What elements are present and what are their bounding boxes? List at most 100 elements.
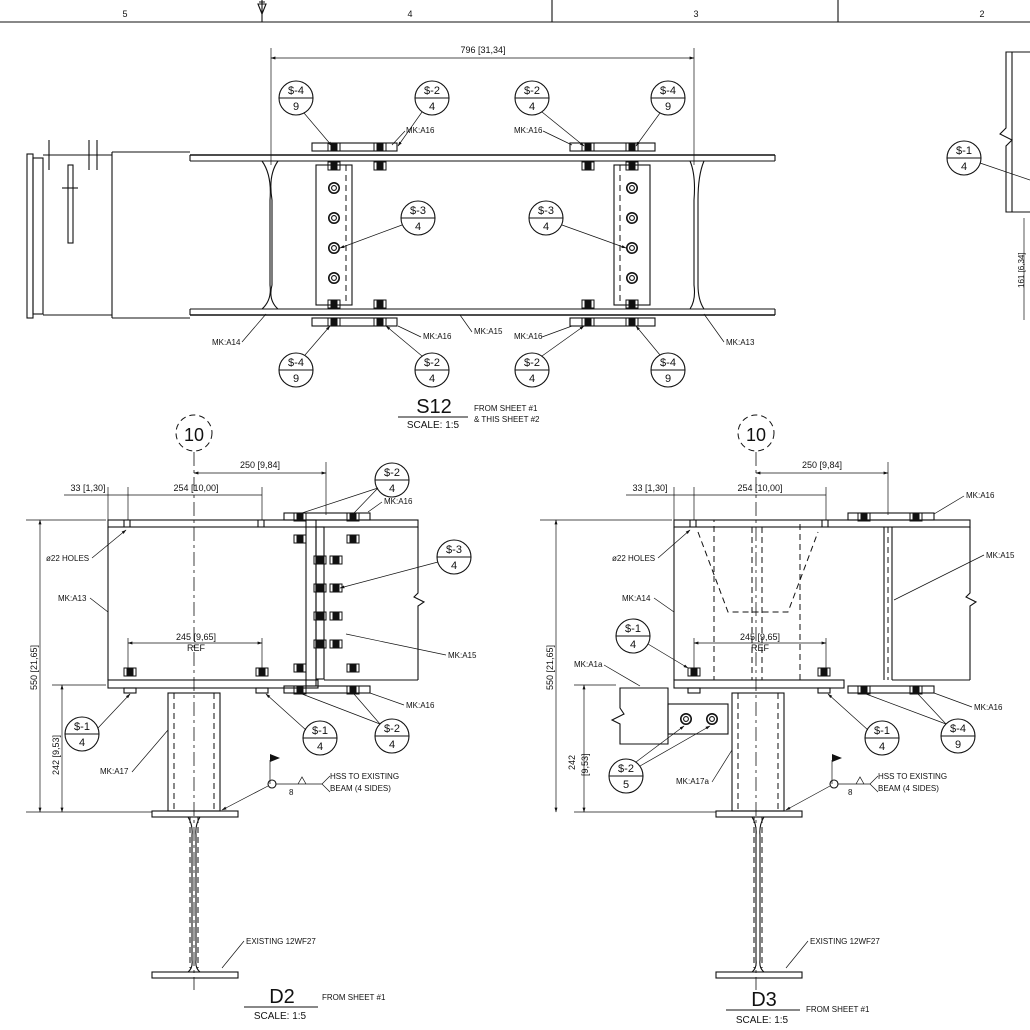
weld-note: HSS TO EXISTING bbox=[330, 772, 399, 781]
mark-label: MK:A16 bbox=[406, 126, 435, 135]
dimension-label: 254 [10,00] bbox=[173, 483, 218, 493]
dimension-label: 245 [9,65] bbox=[740, 632, 780, 642]
zone-label: 5 bbox=[122, 9, 127, 19]
detail-bubble: $-1 4 bbox=[615, 618, 651, 654]
weld-note: HSS TO EXISTING bbox=[878, 772, 947, 781]
dimension-label: 254 [10,00] bbox=[737, 483, 782, 493]
svg-text:9: 9 bbox=[665, 373, 671, 385]
detail-title: S12 bbox=[416, 396, 452, 418]
mark-label: MK:A16 bbox=[423, 332, 452, 341]
svg-text:4: 4 bbox=[529, 373, 535, 385]
svg-text:4: 4 bbox=[389, 739, 395, 751]
dimension-label: 33 [1,30] bbox=[70, 483, 105, 493]
grid-label: 10 bbox=[184, 425, 204, 445]
weld-size: 8 bbox=[848, 788, 853, 797]
svg-text:4: 4 bbox=[317, 741, 323, 753]
svg-text:$-2: $-2 bbox=[524, 357, 540, 369]
svg-text:4: 4 bbox=[451, 560, 457, 572]
detail-bubble: $-3 4 bbox=[528, 200, 564, 236]
mark-label: MK:A16 bbox=[384, 497, 413, 506]
mark-label: MK:A13 bbox=[726, 338, 755, 347]
svg-text:$-2: $-2 bbox=[524, 85, 540, 97]
detail-bubble: $-2 4 bbox=[374, 718, 410, 754]
detail-bubble: $-1 4 bbox=[946, 140, 982, 176]
detail-note: FROM SHEET #1 bbox=[806, 1005, 870, 1014]
mark-label: MK:A16 bbox=[406, 701, 435, 710]
mark-label: MK:A15 bbox=[474, 327, 503, 336]
svg-text:$-2: $-2 bbox=[424, 357, 440, 369]
svg-text:$-3: $-3 bbox=[538, 205, 554, 217]
svg-text:9: 9 bbox=[665, 101, 671, 113]
dimension-label: 242 bbox=[567, 755, 577, 770]
detail-bubble: $-1 4 bbox=[64, 716, 100, 752]
mark-label: MK:A16 bbox=[974, 703, 1003, 712]
svg-text:$-2: $-2 bbox=[424, 85, 440, 97]
detail-scale: SCALE: 1:5 bbox=[407, 420, 460, 431]
dimension-label: 250 [9,84] bbox=[802, 460, 842, 470]
detail-bubble: $-3 4 bbox=[400, 200, 436, 236]
zone-label: 2 bbox=[979, 9, 984, 19]
dimension-label: 33 [1,30] bbox=[632, 483, 667, 493]
dimension-label: [9,53] bbox=[580, 753, 590, 776]
svg-text:9: 9 bbox=[293, 101, 299, 113]
svg-text:4: 4 bbox=[389, 483, 395, 495]
detail-bubble: $-1 4 bbox=[302, 720, 338, 756]
svg-text:4: 4 bbox=[630, 639, 636, 651]
mark-label: MK:A16 bbox=[966, 491, 995, 500]
detail-bubble: $-4 9 bbox=[650, 352, 686, 388]
dimension-ref: REF bbox=[751, 643, 770, 653]
holes-label: ø22 HOLES bbox=[46, 554, 89, 563]
svg-text:4: 4 bbox=[429, 101, 435, 113]
svg-text:$-3: $-3 bbox=[446, 544, 462, 556]
svg-text:4: 4 bbox=[879, 741, 885, 753]
svg-text:$-1: $-1 bbox=[874, 725, 890, 737]
zone-label: 4 bbox=[407, 9, 412, 19]
detail-bubble: $-4 9 bbox=[278, 80, 314, 116]
mark-label: MK:A17 bbox=[100, 767, 129, 776]
partial-detail-right: $-1 4 161 [6,34] bbox=[946, 51, 1030, 320]
detail-d2: 10 250 [9,84] 33 [1,30] 254 [10,00] bbox=[26, 414, 477, 1022]
mark-label: MK:A17a bbox=[676, 777, 709, 786]
weld-size: 8 bbox=[289, 788, 294, 797]
mark-label: MK:A16 bbox=[514, 332, 543, 341]
dimension-label: 550 [21,65] bbox=[29, 645, 39, 690]
detail-bubble: $-2 5 bbox=[608, 758, 644, 794]
mark-label: MK:A16 bbox=[514, 126, 543, 135]
dimension-label: 550 [21,65] bbox=[545, 645, 555, 690]
svg-text:9: 9 bbox=[955, 739, 961, 751]
detail-title: D3 bbox=[751, 989, 777, 1011]
svg-text:4: 4 bbox=[79, 737, 85, 749]
svg-text:4: 4 bbox=[961, 161, 967, 173]
svg-text:$-3: $-3 bbox=[410, 205, 426, 217]
detail-title: D2 bbox=[269, 986, 295, 1008]
svg-text:9: 9 bbox=[293, 373, 299, 385]
svg-text:4: 4 bbox=[429, 373, 435, 385]
detail-bubble: $-4 9 bbox=[940, 718, 976, 754]
svg-text:$-4: $-4 bbox=[950, 723, 966, 735]
svg-text:$-4: $-4 bbox=[660, 357, 676, 369]
detail-bubble: $-2 4 bbox=[514, 352, 550, 388]
svg-text:4: 4 bbox=[543, 221, 549, 233]
zone-label: 3 bbox=[693, 9, 698, 19]
detail-bubble: $-3 4 bbox=[436, 539, 472, 575]
mark-label: MK:A14 bbox=[212, 338, 241, 347]
detail-bubble: $-2 4 bbox=[414, 352, 450, 388]
svg-text:$-1: $-1 bbox=[74, 721, 90, 733]
detail-scale: SCALE: 1:5 bbox=[736, 1015, 789, 1026]
svg-text:5: 5 bbox=[623, 779, 629, 791]
svg-text:$-1: $-1 bbox=[625, 623, 641, 635]
border-strip: 5 4 3 2 bbox=[0, 0, 1030, 23]
mark-label: MK:A15 bbox=[448, 651, 477, 660]
detail-bubble: $-4 9 bbox=[650, 80, 686, 116]
detail-bubble: $-2 4 bbox=[374, 462, 410, 498]
mark-label: MK:A14 bbox=[622, 594, 651, 603]
svg-text:$-4: $-4 bbox=[288, 357, 304, 369]
dimension-label: 242 [9,53] bbox=[51, 735, 61, 775]
svg-text:$-1: $-1 bbox=[956, 145, 972, 157]
svg-text:$-2: $-2 bbox=[618, 763, 634, 775]
detail-s12: 796 [31,34] bbox=[26, 45, 776, 431]
detail-d3: 10 250 [9,84] 33 [1,30] 254 [10,00] bbox=[540, 414, 1015, 1026]
existing-beam-label: EXISTING 12WF27 bbox=[810, 937, 880, 946]
detail-bubble: $-4 9 bbox=[278, 352, 314, 388]
detail-scale: SCALE: 1:5 bbox=[254, 1011, 307, 1022]
